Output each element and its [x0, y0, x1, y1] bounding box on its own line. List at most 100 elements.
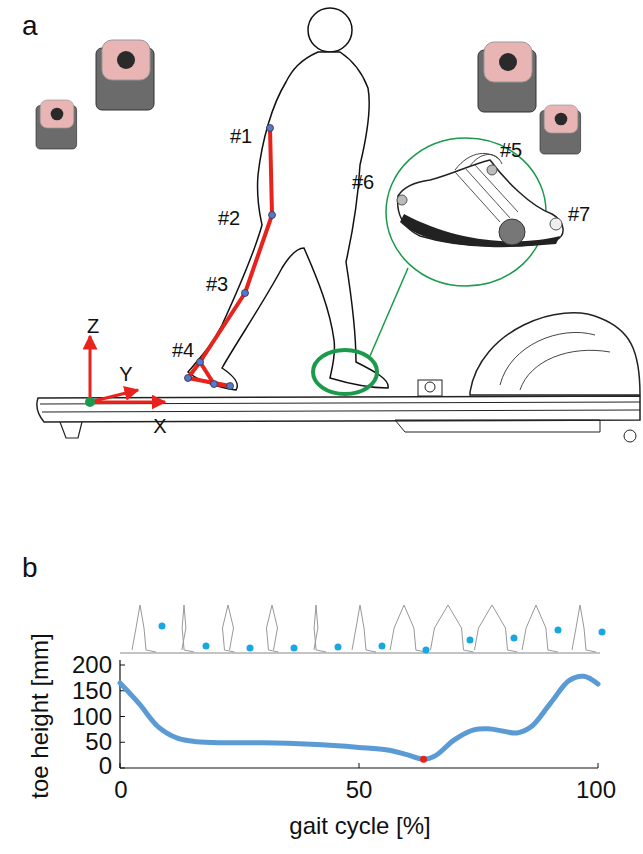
callout-number: #1 [230, 125, 252, 147]
tick-label: 150 [72, 678, 112, 704]
person-silhouette [185, 8, 389, 390]
toe-dot [379, 643, 386, 650]
shoe-upper [398, 160, 563, 246]
roller [425, 382, 435, 392]
toe-dot [203, 643, 210, 650]
stick-figure [222, 605, 234, 652]
stick-figure [572, 605, 596, 652]
x-axis-arrow [90, 401, 165, 404]
camera-ring [484, 42, 532, 82]
camera-icon [36, 100, 77, 149]
body-outline [188, 52, 388, 390]
marker-dot [211, 381, 218, 388]
axis-letter: Y [119, 363, 132, 385]
marker-dot [242, 290, 249, 297]
toe-dot [555, 627, 562, 634]
ground-line [120, 653, 600, 654]
camera-icon [540, 105, 581, 154]
y-axis [119, 660, 120, 768]
camera-ring [102, 40, 150, 80]
y-tick [120, 768, 125, 769]
camera-ring [544, 105, 578, 133]
camera-lens [555, 113, 568, 126]
camera-icon [96, 40, 154, 110]
toe-dot [599, 629, 606, 636]
toe-dot [291, 645, 298, 652]
treadmill-deck [37, 396, 640, 422]
camera-lens [499, 53, 517, 71]
imu-sensor [499, 219, 525, 245]
camera-icon [478, 42, 536, 112]
axis-letter: Z [87, 315, 99, 337]
axis-letter: X [153, 415, 166, 437]
gait-phase-figures [120, 605, 606, 654]
toe-dot [511, 635, 518, 642]
stick-figure [430, 605, 473, 652]
origin-dot [85, 397, 95, 407]
stick-figure [390, 605, 426, 652]
marker-dot [267, 125, 274, 132]
shoe-laces [455, 165, 518, 222]
stick-figure [182, 605, 194, 652]
treadmill-foot [60, 422, 82, 438]
y-tick [120, 665, 125, 666]
leg-segments [188, 128, 272, 386]
panel-letter: b [22, 553, 38, 584]
stick-figure [474, 605, 517, 652]
tick-label: 100 [576, 777, 616, 803]
stick-figure [522, 605, 558, 652]
callout-number: #5 [500, 139, 522, 161]
belt-line [40, 402, 640, 404]
panel-letter: a [22, 11, 38, 42]
axis-title: toe height [mm] [27, 633, 53, 798]
treadmill-wheel [624, 430, 636, 442]
housing-line [500, 332, 595, 385]
callout-number: #6 [352, 171, 374, 193]
tick-label: 50 [346, 777, 373, 803]
toe-dot [247, 645, 254, 652]
stick-figure [132, 605, 156, 652]
x-tick [359, 763, 360, 768]
motor-housing [470, 313, 640, 395]
toe-height-curve [120, 676, 598, 759]
toe-dot [423, 647, 430, 654]
tick-label: 200 [72, 652, 112, 678]
coordinate-axes [85, 336, 165, 407]
roller-mount [418, 380, 442, 396]
x-tick [598, 763, 599, 768]
toe-dot [335, 644, 342, 651]
tick-label: 50 [85, 729, 112, 755]
axis-title: gait cycle [%] [289, 813, 430, 839]
tick-label: 0 [114, 777, 127, 803]
marker-dot [269, 212, 276, 219]
marker-dot [397, 195, 407, 205]
callout-number: #7 [568, 203, 590, 225]
shoe-inset [313, 138, 563, 394]
marker-dot [487, 165, 497, 175]
marker-dot [185, 375, 192, 382]
toe-dot [467, 637, 474, 644]
callout-number: #3 [206, 273, 228, 295]
x-tick [120, 763, 121, 768]
marker-dot [197, 359, 204, 366]
tick-label: 0 [99, 753, 112, 779]
callout-line [370, 268, 408, 356]
toe-dot [159, 623, 166, 630]
belt-line [42, 410, 640, 412]
stick-figure [314, 605, 326, 652]
camera-ring [40, 100, 74, 128]
stick-figure [352, 605, 376, 652]
marker-dot [550, 218, 562, 230]
head [308, 8, 352, 52]
shoe-sole [400, 214, 560, 247]
camera-lens [51, 108, 64, 121]
treadmill-frame [395, 420, 600, 432]
marker-dot [227, 383, 234, 390]
y-tick [120, 742, 125, 743]
z-axis-arrow [89, 336, 92, 402]
foot-highlight [313, 350, 377, 394]
camera-lens [117, 51, 135, 69]
housing-line [520, 350, 610, 390]
tick-label: 100 [72, 703, 112, 729]
